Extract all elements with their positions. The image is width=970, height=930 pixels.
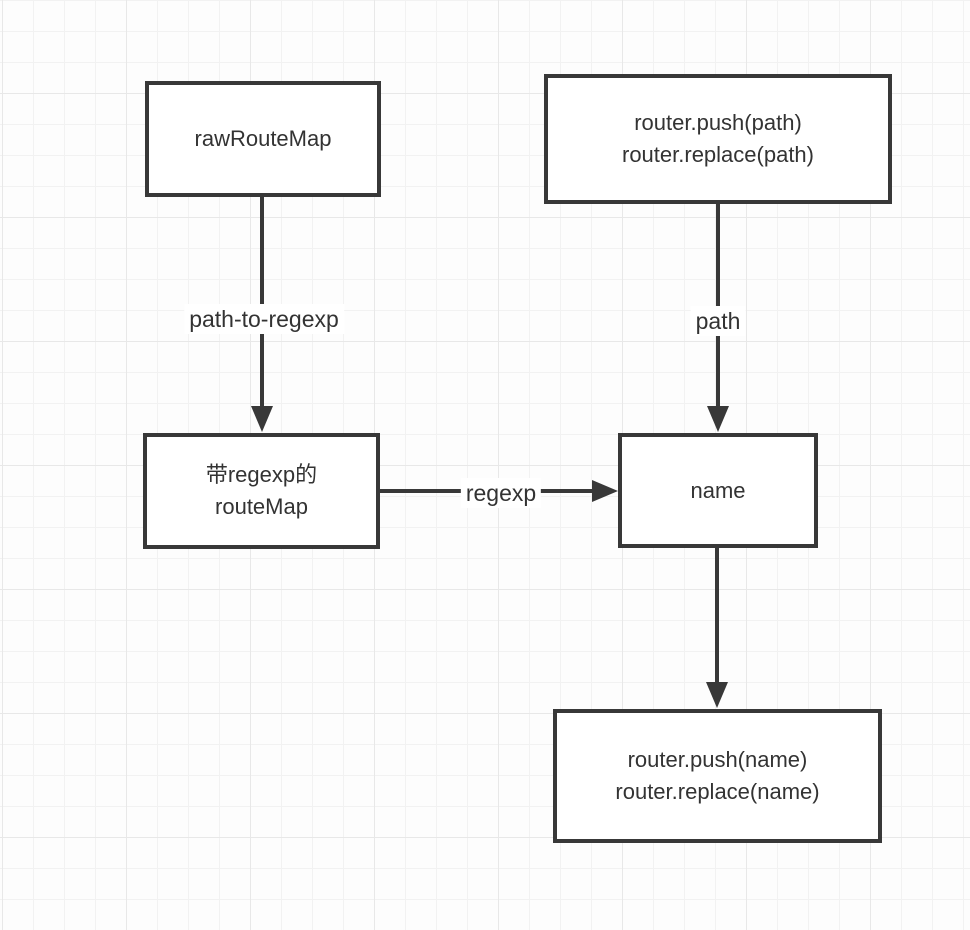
node-name[interactable]: name <box>618 433 818 548</box>
edge-name-to-routercallname-arrowhead-icon <box>706 682 728 708</box>
node-router-call-path-line1: router.push(path) <box>634 110 802 135</box>
node-regexp-route-map[interactable]: 带regexp的 routeMap <box>143 433 380 549</box>
edge-rawroutemap-to-routemap-line <box>260 197 264 409</box>
node-regexp-route-map-line1: 带regexp的 <box>205 462 318 487</box>
node-name-label: name <box>690 477 746 503</box>
node-router-call-name-line1: router.push(name) <box>627 747 808 772</box>
edge-name-to-routercallname-line <box>715 548 719 684</box>
node-regexp-route-map-line2: routeMap <box>215 494 308 519</box>
node-router-call-path-line2: router.replace(path) <box>622 142 814 167</box>
edge-rawroutemap-to-routemap-arrowhead-icon <box>251 406 273 432</box>
node-raw-route-map[interactable]: rawRouteMap <box>145 81 381 197</box>
node-router-call-name-line2: router.replace(name) <box>615 779 820 804</box>
edge-label-path-to-regexp: path-to-regexp <box>184 304 344 334</box>
edge-label-regexp: regexp <box>460 478 542 508</box>
edge-routemap-to-name-arrowhead-icon <box>592 480 618 502</box>
node-router-call-name[interactable]: router.push(name) router.replace(name) <box>553 709 882 843</box>
node-router-call-path[interactable]: router.push(path) router.replace(path) <box>544 74 892 204</box>
node-raw-route-map-label: rawRouteMap <box>194 126 332 151</box>
edge-label-path: path <box>690 306 746 336</box>
edge-routercallpath-to-name-arrowhead-icon <box>707 406 729 432</box>
